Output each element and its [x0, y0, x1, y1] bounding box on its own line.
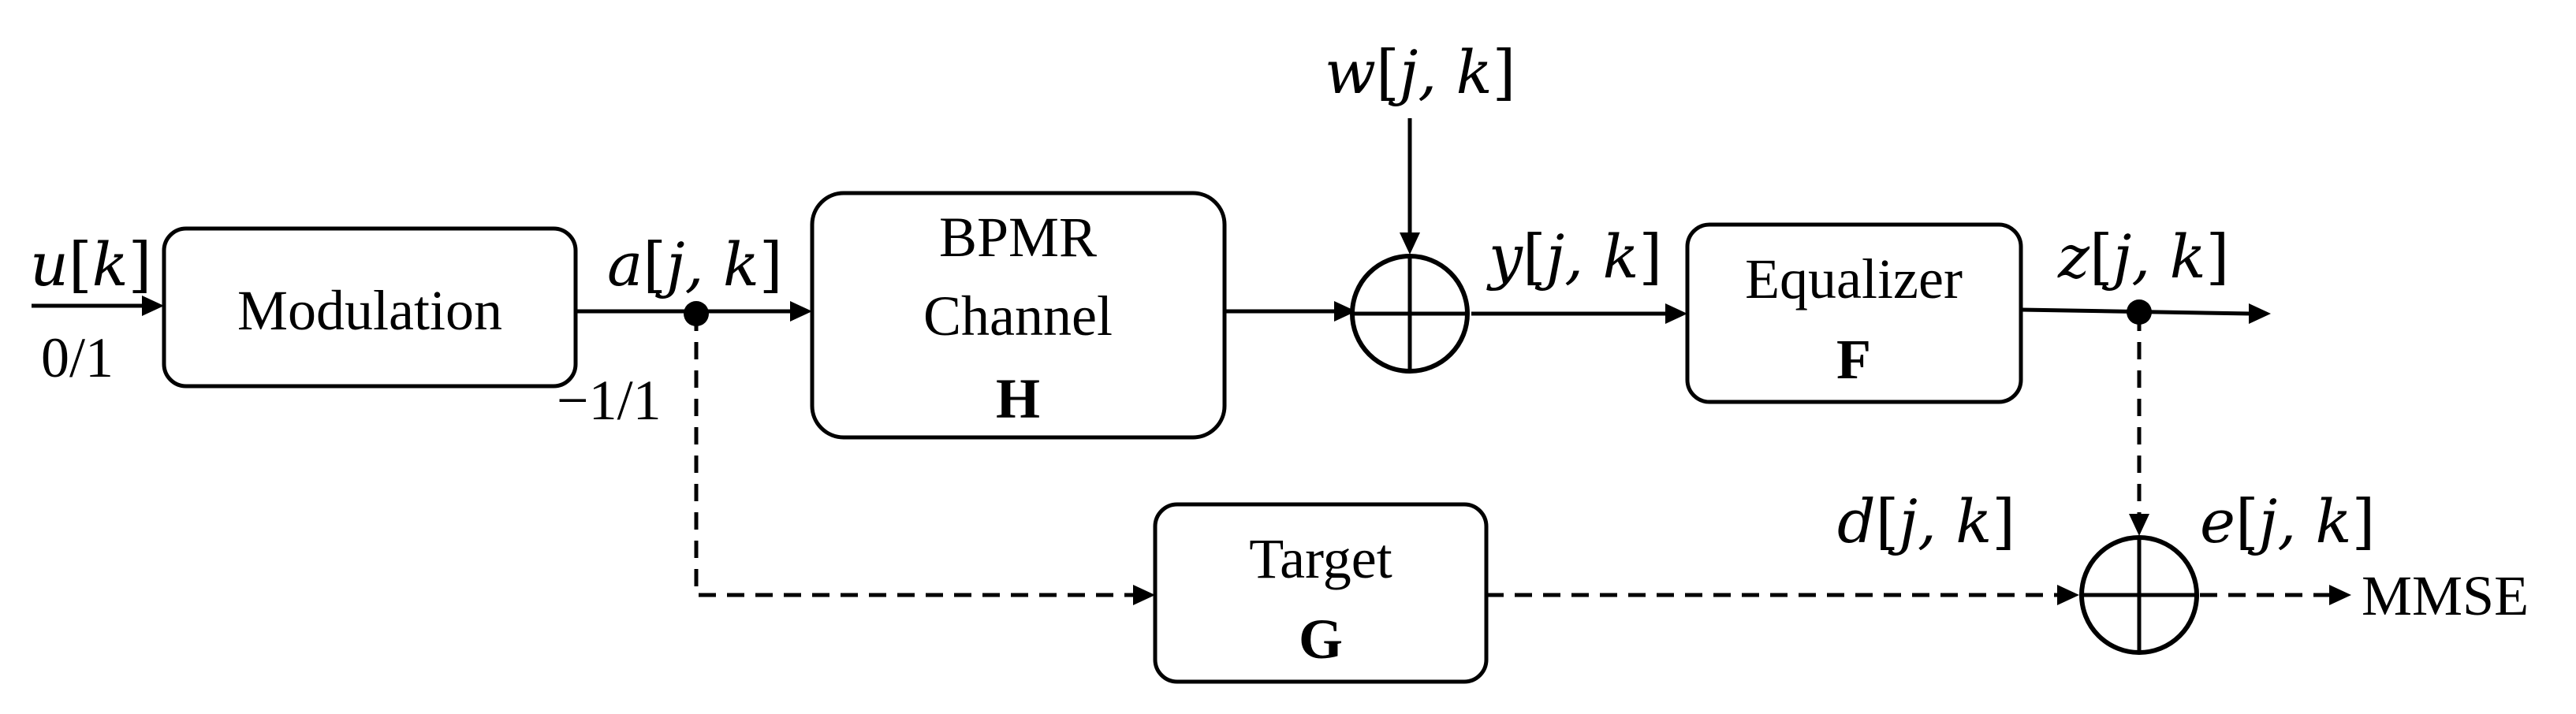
modulation-levels-label: −1/1 — [557, 369, 662, 432]
signal-label-d: d[j, k] — [1837, 486, 2015, 556]
signal-label-u: u[k] — [30, 229, 151, 299]
arrowhead-into-target — [1133, 585, 1155, 605]
signal-label-e: e[j, k] — [2200, 486, 2375, 556]
input-levels-label: 0/1 — [41, 326, 114, 389]
arrowhead-d-into-error-sum — [2057, 585, 2079, 605]
arrowhead-into-mmse — [2329, 585, 2351, 605]
channel-label-line1: BPMR — [939, 206, 1097, 269]
arrowhead-z-into-error-sum — [2129, 514, 2149, 536]
error-signal-path — [694, 314, 2351, 605]
channel-symbol-h: H — [996, 367, 1040, 430]
signal-label-a: a[j, k] — [607, 229, 783, 299]
arrowhead-output-z — [2249, 303, 2271, 324]
dashed-a-to-target-line — [694, 314, 1135, 597]
channel-label-line2: Channel — [923, 284, 1113, 348]
arrowhead-into-channel — [790, 301, 812, 322]
arrowhead-into-equalizer — [1665, 303, 1687, 324]
target-label: Target — [1249, 527, 1392, 590]
modulation-label: Modulation — [237, 279, 502, 342]
signal-label-z: z[j, k] — [2057, 221, 2229, 292]
mmse-output-label: MMSE — [2362, 564, 2529, 627]
arrowhead-into-modulation — [142, 296, 164, 316]
target-block: Target G — [1153, 502, 1489, 684]
signal-label-y: y[j, k] — [1486, 221, 1662, 292]
error-summing-junction — [2079, 535, 2199, 655]
equalizer-symbol-f: F — [1836, 328, 1871, 391]
arrowhead-noise-into-sum — [1400, 232, 1420, 255]
branch-point-z — [2127, 299, 2152, 325]
equalizer-label: Equalizer — [1745, 247, 1963, 311]
equalizer-block: Equalizer F — [1685, 222, 2023, 404]
channel-block: BPMR Channel H — [810, 191, 1227, 440]
target-symbol-g: G — [1299, 608, 1343, 671]
modulation-block: Modulation — [162, 226, 578, 389]
noise-summing-junction — [1350, 254, 1470, 374]
branch-point-a — [684, 301, 709, 326]
arrowhead-into-noise-sum — [1334, 301, 1356, 322]
signal-label-w: w[j, k] — [1325, 37, 1515, 107]
